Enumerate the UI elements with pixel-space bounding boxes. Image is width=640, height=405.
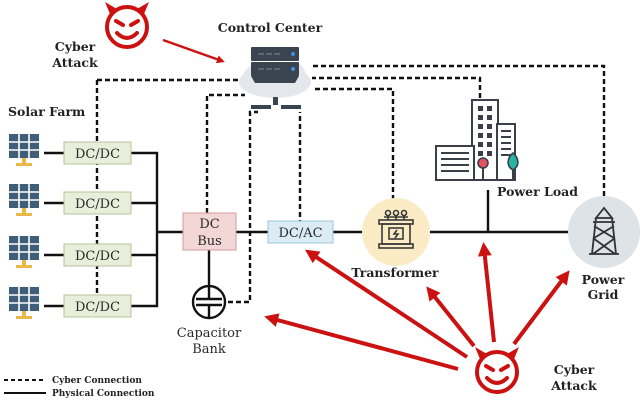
legend: Cyber Connection Physical Connection <box>4 376 155 399</box>
capacitor-bank-label-line2: Bank <box>192 342 226 357</box>
dc-bus-label-line1: DC <box>199 217 219 232</box>
transformer-label: Transformer <box>351 265 439 280</box>
attack-arrow-capacitor <box>264 313 459 371</box>
solar-farm <box>9 134 39 319</box>
capacitor-bank-label-line1: Capacitor <box>177 326 242 341</box>
server-cloud-icon <box>239 47 311 109</box>
attack-arrow-control-center <box>162 38 225 64</box>
dc-bus: DC Bus <box>182 212 237 251</box>
power-grid-label-line2: Grid <box>588 287 619 302</box>
attack-arrow-line <box>477 242 496 343</box>
tree-red-icon <box>477 157 489 169</box>
dc-dc-label: DC/DC <box>75 147 120 162</box>
transmission-tower-icon <box>589 206 619 255</box>
attack-arrow-transformer <box>426 286 476 348</box>
solar-panel-icon <box>9 287 39 319</box>
dc-ac-label: DC/AC <box>278 226 322 241</box>
tree-teal-icon <box>507 151 519 171</box>
solar-panel-icon <box>9 236 39 268</box>
city-building-icon <box>435 99 519 181</box>
dc-dc-converter: DC/DC <box>63 191 132 215</box>
cyber-link-solar-dcdc <box>95 78 240 300</box>
attack-arrows <box>264 242 570 371</box>
legend-physical-label: Physical Connection <box>52 389 155 399</box>
dc-ac-inverter: DC/AC <box>267 220 334 244</box>
dc-dc-converters: DC/DC DC/DC DC/DC DC/DC <box>63 141 132 318</box>
solar-panel-icon <box>9 184 39 216</box>
dc-dc-label: DC/DC <box>75 249 120 264</box>
dc-bus-label-line2: Bus <box>197 234 222 249</box>
cyber-link-capacitor <box>228 110 258 304</box>
cyber-attack-top-label-line1: Cyber <box>55 39 96 54</box>
solar-farm-label: Solar Farm <box>8 104 85 119</box>
legend-cyber-label: Cyber Connection <box>52 376 142 386</box>
cyber-attack-top-label-line2: Attack <box>51 55 98 70</box>
dc-dc-converter: DC/DC <box>63 294 132 318</box>
devil-face-icon <box>105 2 149 49</box>
control-center-label: Control Center <box>218 20 323 35</box>
cyber-connections <box>95 64 606 304</box>
devil-face-icon <box>475 347 519 394</box>
physical-connections <box>44 151 568 308</box>
power-load-label: Power Load <box>497 184 578 199</box>
dc-dc-label: DC/DC <box>75 300 120 315</box>
power-grid <box>568 196 640 268</box>
power-grid-label-line1: Power <box>582 272 625 287</box>
solar-panel-icon <box>9 134 39 166</box>
cyber-attack-bottom-label-line2: Attack <box>550 378 597 393</box>
cyber-link-transformer <box>312 87 395 200</box>
dc-dc-label: DC/DC <box>75 197 120 212</box>
attack-arrow-dcac <box>304 249 469 359</box>
cyber-link-dcbus <box>205 93 245 213</box>
cyber-link-power-load <box>312 76 482 98</box>
dc-dc-converter: DC/DC <box>63 141 132 165</box>
cyber-attack-bottom-label-line1: Cyber <box>554 362 595 377</box>
capacitor-icon <box>191 284 227 320</box>
transformer-icon <box>378 209 414 249</box>
dc-dc-converter: DC/DC <box>63 243 132 267</box>
attack-arrow-power-grid <box>512 270 570 346</box>
transformer <box>362 198 430 266</box>
cyber-link-power-grid <box>312 64 606 196</box>
